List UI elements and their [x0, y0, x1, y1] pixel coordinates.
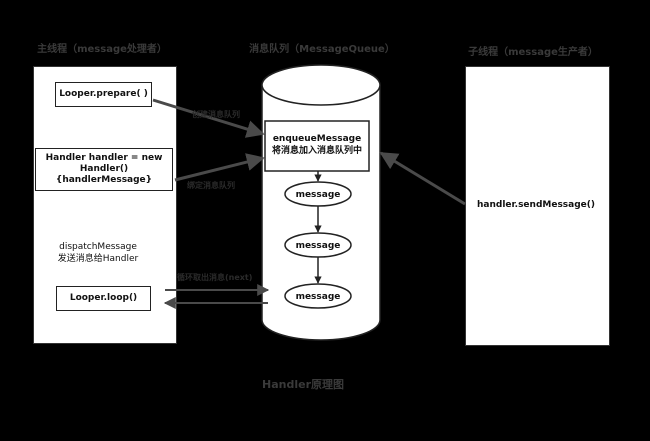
dispatch-message-text: dispatchMessage [59, 242, 137, 252]
looper-loop-box: Looper.loop() [56, 286, 151, 311]
dispatch-message-desc: 发送消息给Handler [57, 254, 139, 264]
main-thread-header: 主线程（message处理者） [37, 44, 167, 55]
enqueue-message-text: enqueueMessage [272, 134, 362, 144]
enqueue-box [264, 120, 370, 172]
looper-prepare-box: Looper.prepare( ) [55, 82, 152, 107]
message-label-3: message [296, 292, 341, 302]
message-node-3 [284, 283, 352, 309]
create-queue-label: 创建消息队列 [192, 110, 240, 119]
bind-queue-label: 绑定消息队列 [187, 181, 235, 190]
handler-init-box: Handler handler = new Handler() {handler… [35, 148, 173, 191]
bind-queue-arrow [174, 153, 265, 182]
send-message-text: handler.sendMessage() [476, 200, 596, 210]
message-queue-header: 消息队列（MessageQueue） [249, 44, 395, 55]
create-queue-arrow [152, 98, 265, 138]
child-thread-panel [465, 66, 610, 346]
diagram-caption: Handler原理图 [262, 378, 344, 391]
message-label-2: message [296, 241, 341, 251]
send-message-arrow [379, 151, 466, 206]
enqueue-message-desc: 将消息加入消息队列中 [271, 146, 363, 156]
child-thread-header: 子线程（message生产者） [468, 47, 598, 58]
loop-next-label: 循环取出消息(next) [177, 273, 253, 282]
message-label-1: message [296, 190, 341, 200]
